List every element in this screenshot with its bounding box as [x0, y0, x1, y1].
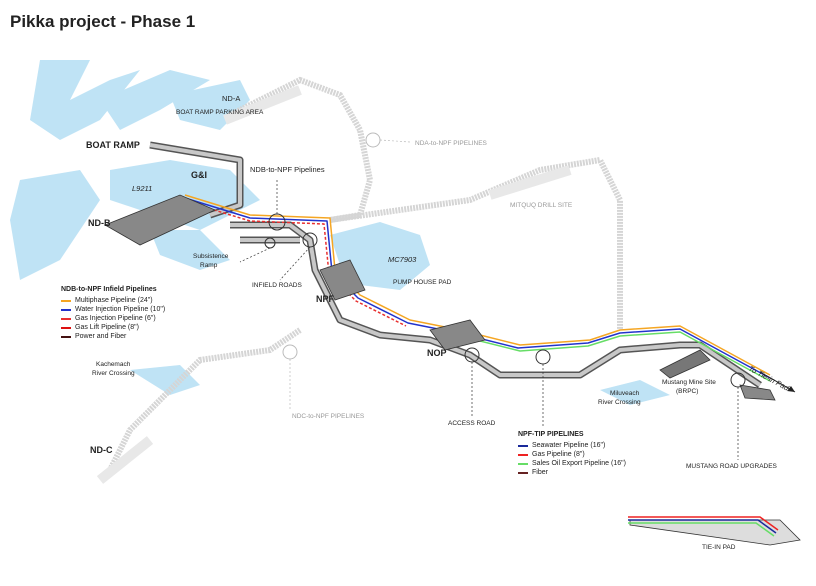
- gas-injection-swatch: [61, 317, 71, 320]
- label-nda-to-npf: NDA-to-NPF PIPELINES: [415, 140, 488, 147]
- label-pump-house-pad: PUMP HOUSE PAD: [393, 279, 452, 286]
- label-access-road: ACCESS ROAD: [448, 420, 496, 427]
- gas-swatch: [518, 453, 528, 456]
- legend-item: Fiber: [518, 468, 626, 477]
- pipelines: [184, 194, 771, 382]
- label-miluveach: Miluveach: [610, 390, 640, 397]
- label-g-and-i: G&I: [191, 170, 207, 180]
- label-nd-b: ND-B: [88, 218, 111, 228]
- label-mustang-road: MUSTANG ROAD UPGRADES: [686, 463, 778, 470]
- label-l9211: L9211: [132, 184, 152, 193]
- gas-lift-swatch: [61, 326, 71, 329]
- label-mitquq: MITQUQ DRILL SITE: [510, 202, 573, 209]
- label-npf: NPF: [316, 294, 335, 304]
- legend-npf-tip-pipelines: NPF-TIP PIPELINES Seawater Pipeline (16"…: [518, 430, 626, 477]
- legend-item: Multiphase Pipeline (24"): [61, 296, 165, 305]
- label-mustang-mine: Mustang Mine Site: [662, 379, 716, 386]
- legend-item: Sales Oil Export Pipeline (16"): [518, 459, 626, 468]
- water-injection-swatch: [61, 308, 71, 311]
- label-ndc-to-npf: NDC-to-NPF PIPELINES: [292, 413, 365, 420]
- label-nop: NOP: [427, 348, 447, 358]
- multiphase-swatch: [61, 299, 71, 302]
- label-nd-c: ND-C: [90, 445, 113, 455]
- legend-item: Power and Fiber: [61, 332, 165, 341]
- legend-item: Water Injection Pipeline (10"): [61, 305, 165, 314]
- label-tie-in-pad: TIE-IN PAD: [702, 544, 736, 551]
- label-brpc: (BRPC): [676, 388, 698, 395]
- label-kachemach: Kachemach: [96, 361, 131, 368]
- legend-heading: NPF-TIP PIPELINES: [518, 431, 584, 438]
- label-miluveach-crossing: River Crossing: [598, 399, 641, 406]
- legend-heading: NDB-to-NPF Infield Pipelines: [61, 286, 157, 293]
- label-mc7903: MC7903: [388, 255, 417, 264]
- label-infield-roads: INFIELD ROADS: [252, 282, 303, 289]
- label-boat-ramp-parking: BOAT RAMP PARKING AREA: [176, 109, 264, 116]
- label-boat-ramp: BOAT RAMP: [86, 140, 140, 150]
- legend-item: Gas Pipeline (8"): [518, 450, 626, 459]
- label-ndb-to-npf: NDB-to-NPF Pipelines: [250, 165, 325, 174]
- legend-item: Gas Lift Pipeline (8"): [61, 323, 165, 332]
- future-pads: [96, 85, 572, 484]
- pads: [104, 194, 801, 546]
- label-subsistence: Subsistence: [193, 253, 229, 260]
- future-roads: [107, 76, 623, 472]
- power-fiber-swatch: [61, 335, 71, 338]
- fiber-swatch: [518, 471, 528, 474]
- sales-oil-swatch: [518, 462, 528, 465]
- label-nd-a: ND-A: [222, 94, 240, 103]
- legend-infield-pipelines: NDB-to-NPF Infield Pipelines Multiphase …: [61, 285, 165, 341]
- label-kachemach-crossing: River Crossing: [92, 370, 135, 377]
- callout-markers: [264, 132, 746, 388]
- label-ramp: Ramp: [200, 262, 218, 269]
- legend-item: Seawater Pipeline (16"): [518, 441, 626, 450]
- water-bodies: [10, 60, 670, 405]
- legend-item: Gas Injection Pipeline (6"): [61, 314, 165, 323]
- seawater-swatch: [518, 444, 528, 447]
- tie-in-pipelines: [628, 516, 779, 537]
- page-title: Pikka project - Phase 1: [10, 12, 196, 31]
